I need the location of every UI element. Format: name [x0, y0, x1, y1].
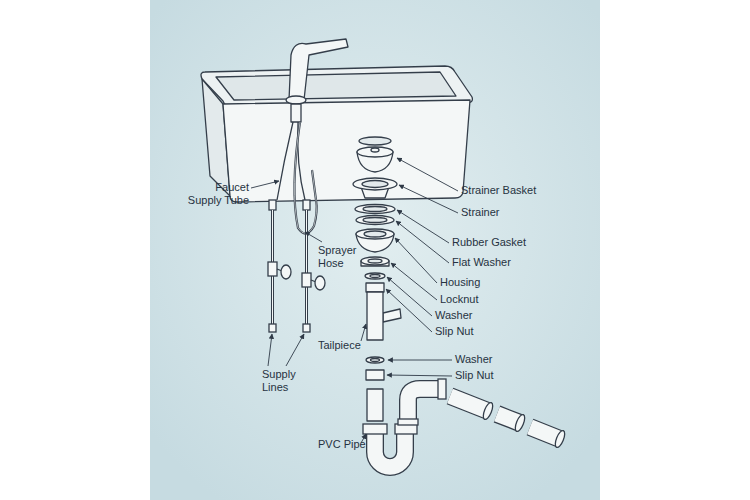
supply-line	[305, 210, 308, 326]
part-label: Faucet Supply Tube	[183, 181, 249, 207]
washer	[365, 273, 385, 279]
valve-handle	[315, 276, 325, 290]
washer	[366, 357, 384, 363]
supply-end	[269, 324, 276, 332]
supply-end	[303, 324, 310, 332]
trap-bend	[375, 432, 405, 467]
trap-fittings	[363, 379, 567, 449]
part-label: Locknut	[440, 293, 479, 306]
part-label: Slip Nut	[455, 369, 494, 382]
leader-line	[396, 221, 449, 263]
supply-nut	[269, 200, 276, 210]
background-panel	[150, 0, 600, 500]
p-trap	[375, 389, 560, 467]
part-label: Washer	[435, 309, 473, 322]
trap-elbow-fill	[408, 389, 440, 421]
elbow-collar	[438, 379, 446, 399]
leader-line	[305, 232, 322, 242]
part-label: Flat Washer	[452, 256, 511, 269]
trap-bend-fill	[375, 432, 405, 467]
trap-coupling	[398, 419, 418, 425]
part-label: Rubber Gasket	[452, 236, 526, 249]
trap-arm-fill	[450, 396, 488, 411]
washer-hole	[371, 359, 380, 362]
part-label: Tailpiece	[318, 339, 361, 352]
leader-line	[391, 263, 437, 300]
rubber-gasket-hole	[363, 207, 387, 212]
slip-nut	[366, 370, 384, 380]
part-label: Washer	[455, 353, 493, 366]
flat-washer	[356, 216, 394, 225]
leader-line	[397, 158, 458, 191]
trap-arm	[530, 427, 560, 439]
washer-hole	[370, 275, 380, 278]
trap-elbow	[408, 389, 440, 421]
locknut-hole	[368, 259, 382, 263]
drain-hole	[359, 137, 391, 145]
housing-rim	[356, 229, 394, 239]
pipe-end	[513, 413, 526, 432]
pipe-end	[553, 429, 566, 448]
part-label: Strainer Basket	[461, 184, 536, 197]
leader-line	[399, 185, 458, 213]
trap-arm	[450, 396, 488, 411]
trap-arm-fill	[530, 427, 560, 439]
leader-line	[397, 210, 449, 243]
supply-line-highlight	[306, 210, 307, 326]
leader-line	[388, 360, 452, 361]
leader-line	[251, 181, 279, 188]
part-label: PVC Pipe	[318, 438, 366, 451]
leader-line	[395, 238, 437, 283]
faucet-supply-tube	[277, 122, 293, 200]
hoses	[277, 122, 317, 234]
leader-lines	[251, 158, 458, 443]
part-label: Strainer	[461, 206, 500, 219]
tailpiece	[367, 292, 383, 340]
faucet-shank	[291, 104, 301, 122]
drain-parts	[353, 147, 401, 421]
leader-line	[268, 334, 272, 366]
shutoff-valve	[302, 273, 311, 287]
rubber-gasket	[355, 205, 395, 214]
supply-nut	[303, 200, 310, 210]
part-label: Supply Lines	[262, 368, 310, 394]
trap-coupling	[363, 424, 387, 434]
supply-lines	[268, 200, 325, 332]
strainer-flange	[353, 178, 397, 190]
slip-nut	[366, 283, 384, 292]
pipe-end	[481, 401, 494, 420]
pvc-pipe	[367, 389, 383, 421]
faucet	[286, 39, 348, 122]
flat-washer-hole	[363, 218, 387, 223]
leader-line	[386, 289, 432, 332]
part-label: Sprayer Hose	[318, 244, 364, 270]
housing-opening	[364, 231, 386, 237]
faucet-body	[289, 39, 348, 100]
faucet-base	[286, 96, 306, 104]
strainer-basket-knob	[371, 148, 379, 152]
strainer-opening	[362, 181, 388, 188]
tailpiece-inlet	[383, 309, 401, 322]
sink-opening	[216, 72, 456, 100]
sink-front	[223, 100, 470, 202]
part-label: Housing	[440, 276, 480, 289]
valve-handle	[281, 265, 291, 279]
leader-line	[387, 375, 452, 376]
locknut-top	[361, 257, 389, 265]
part-label: Slip Nut	[435, 325, 474, 338]
leader-line	[361, 324, 366, 341]
leader-line	[286, 334, 304, 366]
strainer-basket-rim	[357, 147, 393, 157]
shutoff-valve	[268, 262, 277, 276]
